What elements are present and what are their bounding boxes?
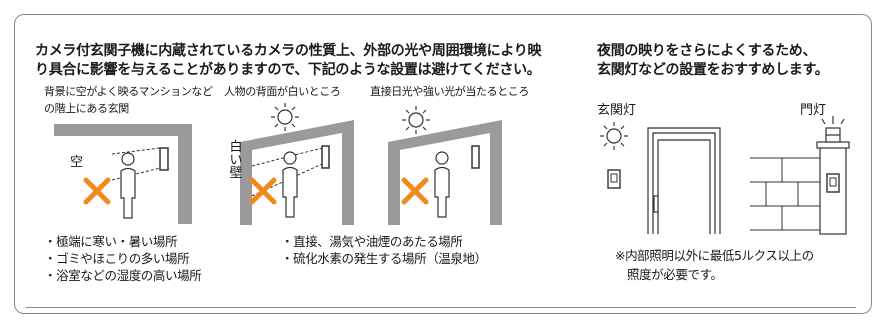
person-icon	[434, 151, 450, 218]
person-icon	[120, 152, 136, 219]
list-left-item-1: ・極端に寒い・暑い場所	[44, 234, 178, 249]
note-line1: ※内部照明以外に最低5ルクス以上の	[615, 248, 814, 263]
intercom-camera-icon	[471, 145, 480, 169]
entrance-door	[647, 127, 721, 234]
scene2-caption: 人物の背面が白いところ	[224, 85, 341, 98]
right-heading-line1: 夜間の映りをさらによくするため、	[597, 43, 817, 59]
left-heading-line2: り具合に影響を与えることがありますので、下記のような設置は避けてください。	[35, 62, 541, 78]
person-icon	[282, 151, 298, 218]
note-line2: 照度が必要です。	[627, 267, 723, 282]
left-heading-line1: カメラ付玄関子機に内蔵されているカメラの性質上、外部の光や周囲環境により映	[35, 43, 542, 59]
x-mark-icon	[249, 177, 277, 205]
white-wall-label: 白 い 壁	[229, 141, 243, 180]
intercom-camera-icon	[321, 145, 330, 169]
list-left-item-2: ・ゴミやほこりの多い場所	[44, 251, 190, 266]
scene3-caption: 直接日光や強い光が当たるところ	[370, 85, 529, 98]
light-icon	[821, 116, 845, 143]
right-heading-line2: 玄関灯などの設置をおすすめします。	[597, 62, 829, 78]
intercom-camera-icon	[159, 147, 169, 171]
scene3-illustration	[388, 106, 502, 225]
gate-pillar	[816, 141, 850, 235]
sky-label: 空	[70, 155, 84, 170]
sun-icon	[402, 106, 430, 134]
x-mark-icon	[83, 177, 111, 205]
x-mark-icon	[401, 177, 429, 205]
sun-icon	[271, 103, 299, 131]
entrance-light-label: 玄関灯	[597, 103, 637, 118]
scene1-illustration	[54, 124, 192, 224]
scene2-illustration	[240, 103, 354, 225]
scene2-wall	[240, 120, 354, 225]
white-wall-char-2: い	[229, 153, 243, 168]
scene1-caption-line1: 背景に空がよく映るマンションなど	[44, 85, 213, 98]
bottom-divider	[26, 307, 856, 308]
recommended-lighting-illustration	[600, 116, 850, 235]
intercom-camera-icon	[607, 169, 621, 189]
list-right-item-2: ・硫化水素の発生する場所（温泉地）	[281, 251, 487, 266]
scene3-wall	[388, 120, 502, 225]
notice-frame	[14, 14, 872, 314]
light-icon	[600, 122, 628, 150]
scene1-wall	[54, 124, 192, 224]
list-left-item-3: ・浴室などの湿度の高い場所	[44, 268, 202, 283]
intercom-camera-icon	[826, 173, 840, 193]
scene1-caption-line2: の階上にある玄関	[44, 102, 129, 115]
white-wall-char-3: 壁	[229, 166, 243, 181]
list-right-item-1: ・直接、湯気や油煙のあたる場所	[281, 234, 463, 249]
brick-wall	[750, 157, 820, 231]
gate-light-label: 門灯	[800, 103, 827, 118]
white-wall-char-1: 白	[229, 140, 243, 155]
